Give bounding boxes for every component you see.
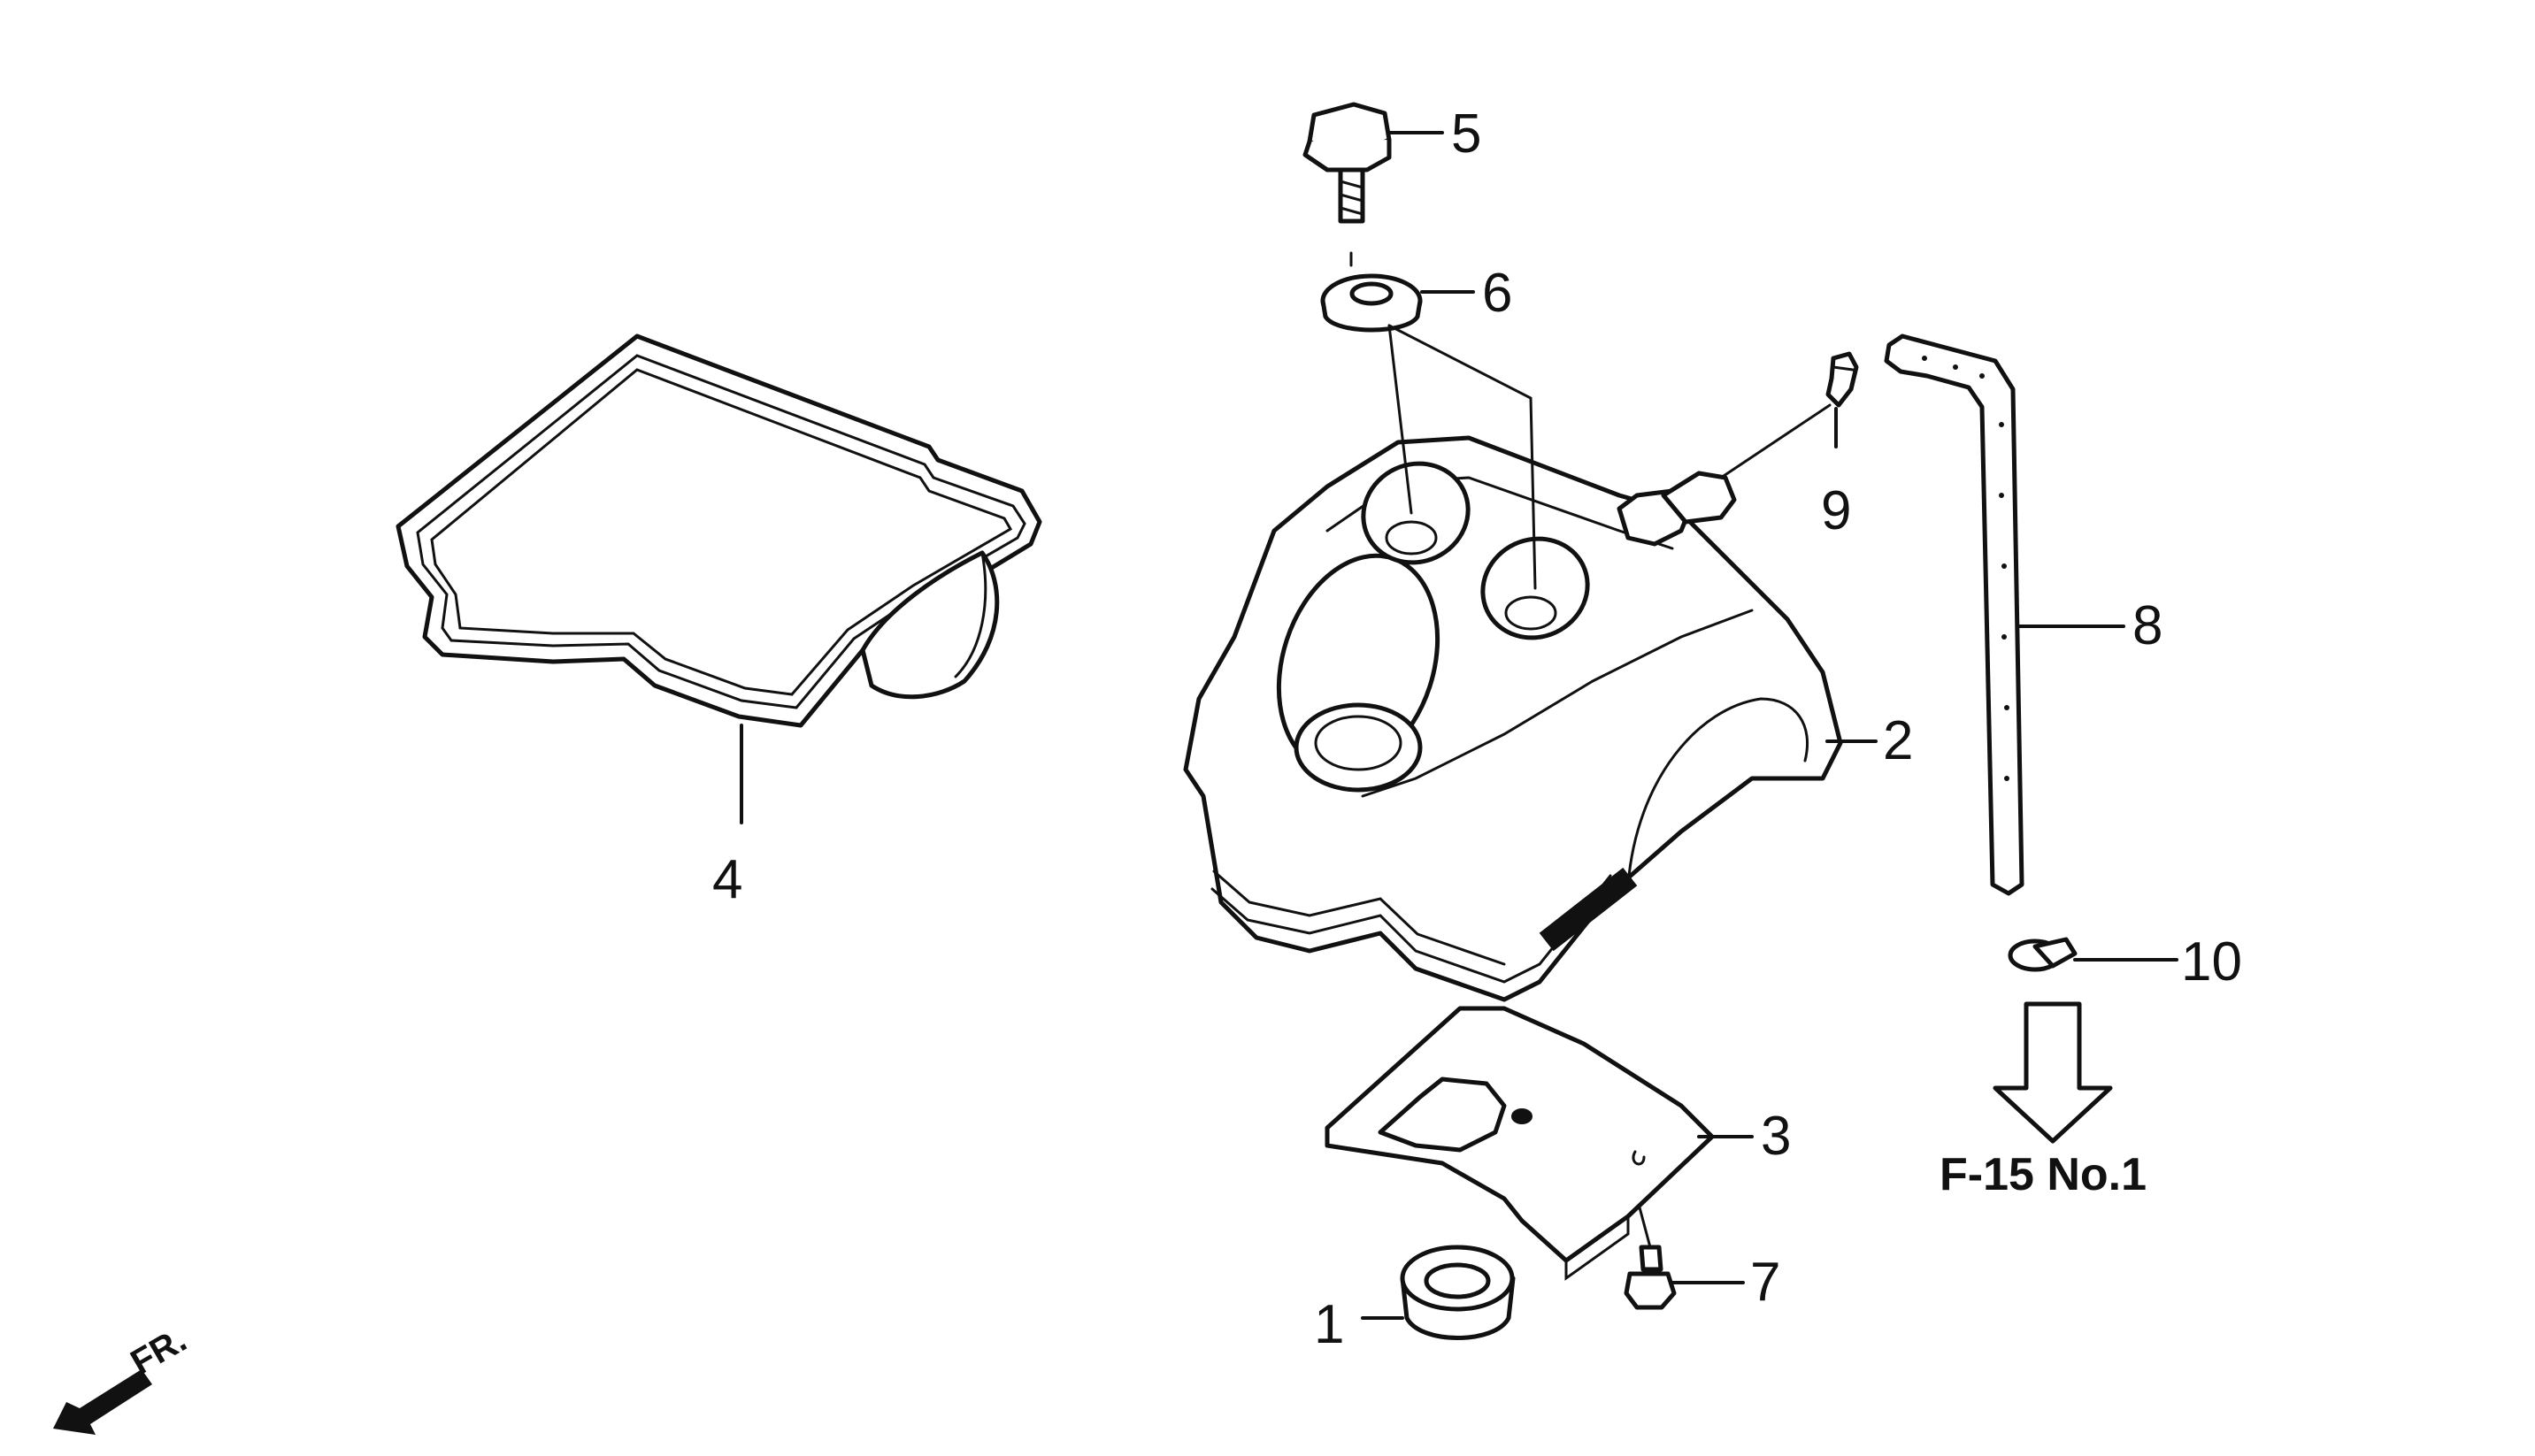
bolt-part-5	[1302, 102, 1444, 224]
front-label: FR.	[125, 1320, 194, 1382]
callout-9: 9	[1821, 480, 1851, 541]
reference-arrow	[1993, 1001, 2113, 1144]
cover-logo	[1539, 867, 1638, 952]
callout-6: 6	[1482, 263, 1512, 324]
head-cover-part-2	[1183, 435, 1878, 1002]
seal-part-1	[1361, 1245, 1516, 1340]
callout-10: 10	[2181, 931, 2242, 992]
callout-5: 5	[1451, 103, 1481, 165]
bolt-part-7	[1624, 1206, 1745, 1310]
plate-part-3	[1325, 1006, 1754, 1281]
callout-2: 2	[1883, 710, 1913, 771]
grommet-part-6	[1320, 251, 1475, 333]
reference-label: F-15 No.1	[1940, 1149, 2147, 1200]
front-direction-marker: FR.	[53, 1320, 193, 1435]
clip-part-9	[1719, 351, 1859, 479]
breather-tube-part-8	[1884, 333, 2125, 896]
assembly-line	[1387, 324, 1413, 515]
clamp-part-10	[2008, 937, 2178, 972]
gasket-part-4	[396, 333, 1042, 728]
assembly-line	[1387, 324, 1537, 590]
callout-8: 8	[2132, 595, 2162, 656]
callout-4: 4	[712, 849, 742, 910]
callout-1: 1	[1314, 1294, 1344, 1355]
callout-3: 3	[1761, 1106, 1791, 1167]
callout-7: 7	[1750, 1252, 1780, 1313]
